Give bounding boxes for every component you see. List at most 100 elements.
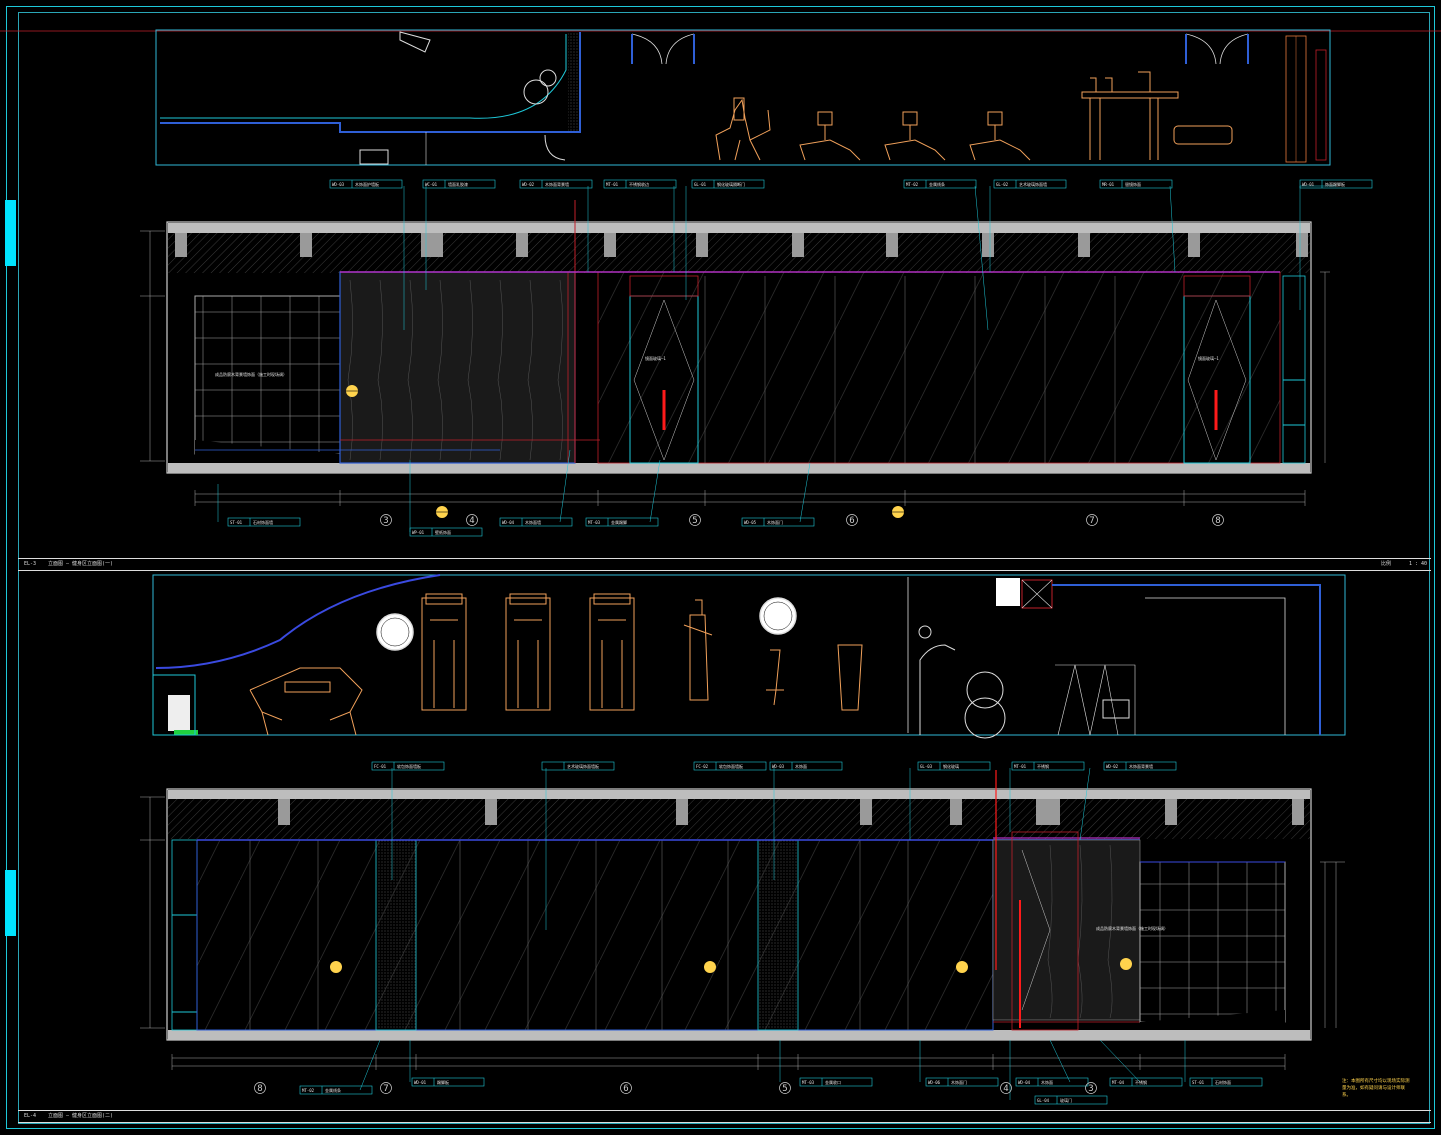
elev-a-bot-code-0: ST-01	[230, 520, 243, 525]
title-bar-top: EL-3 立面图 — 健身区立面图(一) 比例 1 : 40	[18, 558, 1431, 571]
elev-b-top-code-0: FC-01	[374, 764, 387, 769]
elev-b-top-text-3: 木饰面	[795, 763, 807, 769]
elev-a-top-code-5: MT-02	[906, 182, 919, 187]
elev-a-top-text-2: 木饰面背景墙	[545, 181, 569, 187]
elev-b-bot-code-2: MT-03	[802, 1080, 815, 1085]
elev-b-bot-text-1: 踢脚板	[437, 1079, 449, 1085]
elev-b-bot-code-4: WD-04	[1018, 1080, 1031, 1085]
elev-b-bot-code-5: MT-04	[1112, 1080, 1125, 1085]
elev-b-top-tag-2: FC-02 软包饰面墙板	[693, 761, 767, 771]
elev-b-bot-text-7: 玻璃门	[1060, 1097, 1072, 1103]
elev-a-top-code-6: GL-02	[996, 182, 1009, 187]
elev-b-top-code-5: MT-01	[1014, 764, 1027, 769]
section-mark-a1	[346, 385, 358, 397]
axis-a-bubble-0	[380, 514, 392, 526]
elev-b-top-code-4: GL-03	[920, 764, 933, 769]
axis-b-bubble-5	[1085, 1082, 1097, 1094]
elev-a-top-text-1: 墙面乳胶漆	[448, 181, 468, 187]
axis-a-number-1: 4	[469, 516, 474, 526]
axis-a-number-5: 8	[1215, 516, 1220, 526]
axis-b-bubble-3	[779, 1082, 791, 1094]
elev-a-bot-text-1: 壁纸饰面	[435, 529, 451, 535]
elev-b-top-tag-3: WD-03 木饰面	[769, 761, 843, 771]
elev-a-top-text-4: 钢化玻璃隔断门	[717, 181, 745, 187]
axis-a-bubble-4	[1086, 514, 1098, 526]
elev-b-bot-tag-1: WD-01 踢脚板	[411, 1077, 485, 1087]
remark-note: 注：本图所有尺寸均以现场实际测量为准，如有疑问请与设计师联系。	[1342, 1079, 1410, 1098]
scale-top: 1 : 40	[1408, 561, 1427, 567]
elev-a-bot-code-4: WD-05	[744, 520, 757, 525]
elev-a-bot-text-3: 金属踢脚	[611, 519, 627, 525]
elev-b-bot-text-3: 木饰面门	[951, 1079, 967, 1085]
axis-a-number-0: 3	[383, 516, 388, 526]
sheet-tab-bottom[interactable]	[5, 870, 16, 936]
section-mark-b1	[330, 961, 342, 973]
drawing-border	[6, 6, 1435, 1129]
elev-a-top-text-6: 艺术玻璃饰面墙	[1019, 181, 1047, 187]
plan-a	[155, 29, 1331, 166]
elev-a-top-tag-2: WD-02 木饰面背景墙	[519, 179, 593, 189]
section-mark-b3	[956, 961, 968, 973]
elev-b-bot-code-1: WD-01	[414, 1080, 427, 1085]
elev-b-top-text-5: 不锈钢	[1037, 763, 1049, 769]
elev-b-bot-code-6: ST-01	[1192, 1080, 1205, 1085]
sheet-tab-top[interactable]	[5, 200, 16, 266]
axis-a-bubble-5	[1212, 514, 1224, 526]
elev-b-top-tag-1: 艺术玻璃饰面墙板	[541, 761, 615, 771]
elev-a-top-text-5: 金属线条	[929, 181, 945, 187]
elev-a-top-code-7: MR-01	[1102, 182, 1115, 187]
stamp-label-top: 比例	[1380, 561, 1391, 567]
elev-b-bot-text-4: 木饰面	[1041, 1079, 1053, 1085]
section-mark-a2	[436, 506, 448, 518]
axis-b-number-4: 4	[1003, 1084, 1008, 1094]
elev-b-bot-text-2: 金属收口	[825, 1079, 841, 1085]
elev-a-top-text-8: 饰面踢脚板	[1325, 181, 1345, 187]
axis-b-bubble-4	[1000, 1082, 1012, 1094]
elev-a-top-code-3: MT-01	[606, 182, 619, 187]
section-mark-a3	[892, 506, 904, 518]
sheet-code-bottom: EL-4	[24, 1113, 37, 1119]
axis-a-bubble-2	[689, 514, 701, 526]
elev-b-bot-code-0: MT-02	[302, 1088, 315, 1093]
note-a-mirror-2: 镜面玻璃—1	[1198, 355, 1219, 361]
elev-b-top-tag-5: MT-01 不锈钢	[1011, 761, 1085, 771]
elev-b-top-text-2: 软包饰面墙板	[719, 763, 743, 769]
axis-b-number-0: 8	[257, 1084, 262, 1094]
elev-a-top-code-1: WC-01	[425, 182, 438, 187]
elev-a-top-code-8: WD-01	[1302, 182, 1315, 187]
sheet-code-top: EL-3	[24, 561, 37, 567]
note-a-wood: 成品防腐木背景墙饰面（施工时现场调）	[215, 371, 287, 377]
axis-a-bubble-1	[466, 514, 478, 526]
elev-a-top-tag-1: WC-01 墙面乳胶漆	[422, 179, 496, 189]
sheet-title-bottom: 立面图 — 健身区立面图(二)	[48, 1113, 114, 1119]
section-mark-b2	[704, 961, 716, 973]
drawing-inner-border	[18, 12, 1430, 1124]
elev-b-top-text-1: 艺术玻璃饰面墙板	[567, 763, 599, 769]
elev-a-top-code-2: WD-02	[522, 182, 535, 187]
sheet-title-top: 立面图 — 健身区立面图(一)	[48, 561, 114, 567]
axis-b-bubble-0	[254, 1082, 266, 1094]
elev-b-top-code-3: WD-03	[772, 764, 785, 769]
axis-a-number-2: 5	[692, 516, 697, 526]
elev-b-bot-text-6: 石材饰面	[1215, 1079, 1231, 1085]
elev-b-bot-code-7: GL-04	[1037, 1098, 1050, 1103]
elev-a-top-text-0: 木饰面护墙板	[355, 181, 379, 187]
plan-b	[152, 574, 1346, 739]
elev-b-bot-tag-7: GL-04 玻璃门	[1034, 1095, 1108, 1105]
elev-b-top-code-2: FC-02	[696, 764, 709, 769]
